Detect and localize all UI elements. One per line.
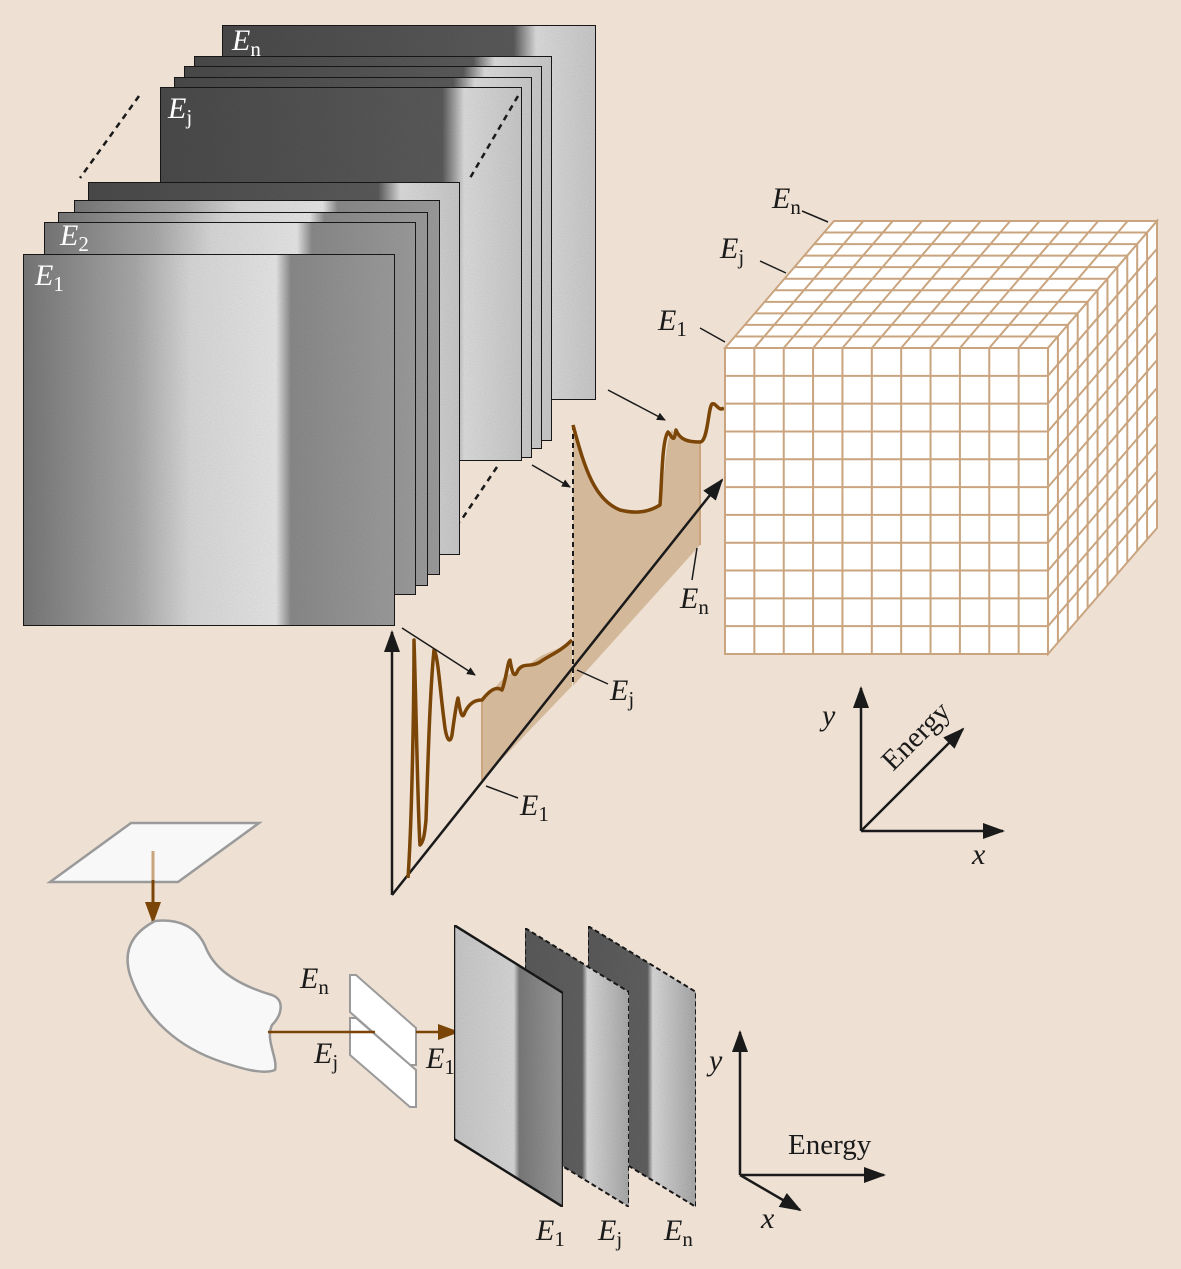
slit-en	[349, 974, 417, 1066]
spectrum-label-e1: E1	[519, 789, 549, 826]
slit-label-ej: Ej	[313, 1037, 338, 1074]
filtered-label-e1: E1	[535, 1214, 565, 1251]
stack-label-e2: E2	[59, 219, 89, 256]
spectrum-label-en: En	[679, 582, 709, 619]
leader-cube-e1	[699, 327, 726, 343]
bottom-axis-energy-label: Energy	[788, 1129, 872, 1161]
bottom-axes	[732, 1030, 886, 1212]
arrow-stack-to-spectrum	[401, 627, 476, 676]
image-stack-front	[22, 181, 461, 627]
stack-label-e1: E1	[34, 259, 64, 296]
image-frame-e1	[22, 253, 396, 627]
bottom-axis-x-label: x	[760, 1202, 775, 1235]
stack-label-ej: Ej	[167, 92, 192, 129]
filtered-image-e1	[452, 922, 565, 1210]
spectrum-curve-high	[571, 402, 725, 514]
dashed-connector	[468, 95, 520, 179]
cube-label-e1: E1	[657, 304, 687, 341]
filtered-label-ej: Ej	[597, 1214, 622, 1251]
energy-axis	[860, 727, 965, 832]
spectrum-curve-low	[406, 638, 574, 879]
slit-label-e1: E1	[425, 1042, 455, 1079]
bottom-axis-y-label: y	[706, 1044, 723, 1077]
dashed-connector	[458, 466, 499, 523]
spectrum-label-ej: Ej	[609, 674, 634, 711]
x-axis	[739, 1173, 802, 1212]
spectrometer	[46, 821, 460, 1108]
cube-axis-energy-label: Energy	[875, 695, 957, 777]
dashed-connector	[78, 95, 141, 179]
slit-ej	[349, 1017, 417, 1108]
stack-label-en: En	[231, 24, 261, 61]
prism-magnet	[126, 919, 282, 1073]
arrow-stack-to-spectrum	[531, 464, 571, 488]
cube-axes	[853, 686, 1005, 839]
cube-front-face	[724, 347, 1049, 655]
cube-label-en: En	[771, 182, 801, 219]
filtered-images	[452, 922, 697, 1210]
spectrum-fill-e1-ej	[482, 640, 572, 780]
filtered-label-en: En	[663, 1214, 693, 1251]
energy-axis	[391, 478, 724, 896]
data-cube	[722, 218, 1160, 657]
leader-cube-en	[801, 210, 829, 223]
spectrum-plot	[384, 389, 725, 896]
cube-grid-lines	[725, 220, 1158, 654]
arrow-stack-to-spectrum	[607, 389, 666, 421]
cube-axis-y-label: y	[819, 699, 836, 732]
slit-label-en: En	[299, 962, 329, 999]
cube-axis-x-label: x	[971, 838, 986, 871]
leader-ej	[576, 669, 609, 685]
leader-en	[691, 547, 698, 581]
leader-e1	[485, 785, 519, 799]
leader-cube-ej	[759, 260, 787, 274]
cube-label-ej: Ej	[719, 232, 744, 269]
spectrum-fill-ej-en	[573, 425, 700, 686]
